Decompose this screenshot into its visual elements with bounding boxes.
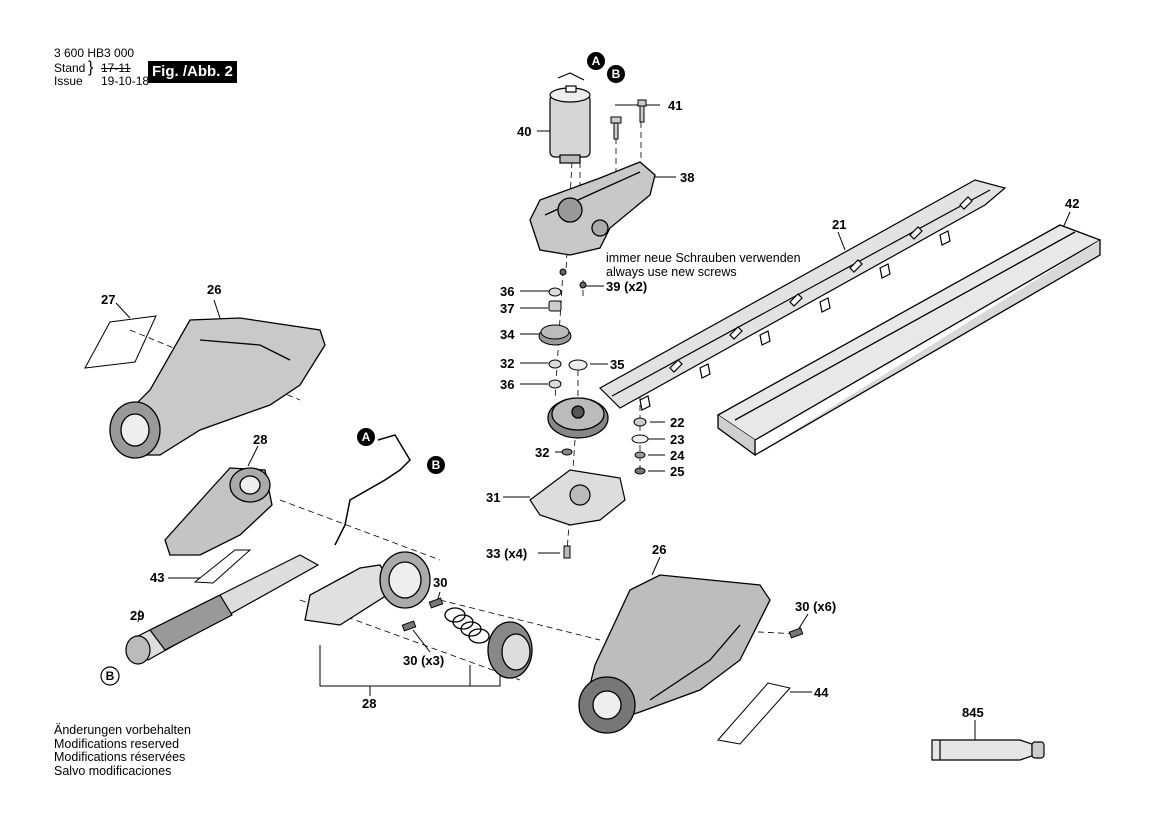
part-number: 3 600 HB3 000 [54,46,135,60]
label-22: 22 [670,415,684,430]
svg-text:A: A [362,430,371,444]
footer-line: Modifications reserved [54,736,180,751]
screw-part-41 [610,99,647,140]
label-34: 34 [500,327,515,342]
label-38: 38 [680,170,694,185]
note-en: always use new screws [606,265,737,279]
label-28b: 28 [362,696,376,711]
issue-date: 19-10-18 [101,74,150,88]
blade-guard-part-42 [716,224,1102,457]
label-40: 40 [517,124,531,139]
label-26b: 26 [652,542,666,557]
label-28a: 28 [253,432,267,447]
footer-line: Modifications réservées [54,750,186,764]
label-30a: 30 [433,575,447,590]
label-sticker-part-43 [193,549,252,584]
figure-badge: Fig. /Abb. 2 [148,61,237,83]
label-21: 21 [832,217,846,232]
label-44: 44 [814,685,829,700]
handle-part-28 [164,467,273,556]
footer-notes: Änderungen vorbehalten Modifications res… [54,723,191,778]
label-sticker-part-27 [84,315,157,369]
connector-b-shaft: B [100,666,120,686]
label-36a: 36 [500,284,514,299]
label-33: 33 (x4) [486,546,527,561]
crank-gear [547,397,609,439]
label-26a: 26 [207,282,221,297]
connector-b-top: B [607,65,625,83]
label-42: 42 [1065,196,1079,211]
label-845: 845 [962,705,984,720]
stand-label: Stand [54,61,86,75]
label-sticker-part-44 [717,682,791,745]
spring [444,607,490,644]
connector-a-cable: A [357,428,375,446]
svg-text:A: A [592,54,601,68]
label-29: 29 [130,608,144,623]
housing-half-part-26-right [578,574,771,734]
label-36b: 36 [500,377,514,392]
label-43: 43 [150,570,164,585]
label-32b: 32 [535,445,549,460]
label-37: 37 [500,301,514,316]
brace-icon: } [88,59,94,76]
drive-wheel [487,621,533,679]
blade-part-21 [599,179,1007,411]
part-labels: 40 41 38 21 42 36 37 34 32 36 39 (x2) 35… [101,98,1079,720]
footer-line: Änderungen vorbehalten [54,723,191,737]
issue-label: Issue [54,74,83,88]
motor-part-40 [549,72,591,164]
svg-text:B: B [612,67,621,81]
label-25: 25 [670,464,684,479]
label-39: 39 (x2) [606,279,647,294]
housing-half-part-26-left [109,317,326,459]
label-30b: 30 (x3) [403,653,444,668]
label-41: 41 [668,98,682,113]
base-plate-part-31 [529,469,626,526]
shaft-part-29 [125,554,320,665]
gear-housing-part-38 [529,161,656,256]
grease-tube-part-845 [931,739,1045,761]
footer-line: Salvo modificaciones [54,763,172,778]
label-23: 23 [670,432,684,447]
label-31: 31 [486,490,500,505]
label-35: 35 [610,357,624,372]
old-date: 17-11 [101,61,131,75]
connector-a-top: A [587,52,605,70]
small-parts-stack [538,268,649,559]
connector-markers: A B A B B [100,52,625,686]
label-24: 24 [670,448,685,463]
connector-b-cable: B [427,456,445,474]
label-30c: 30 (x6) [795,599,836,614]
screw-part-30 [401,597,804,639]
cable [334,434,411,546]
label-27: 27 [101,292,115,307]
label-32a: 32 [500,356,514,371]
svg-text:B: B [432,458,441,472]
note-de: immer neue Schrauben verwenden [606,251,801,265]
svg-text:B: B [106,669,115,683]
switch-housing [304,551,431,626]
